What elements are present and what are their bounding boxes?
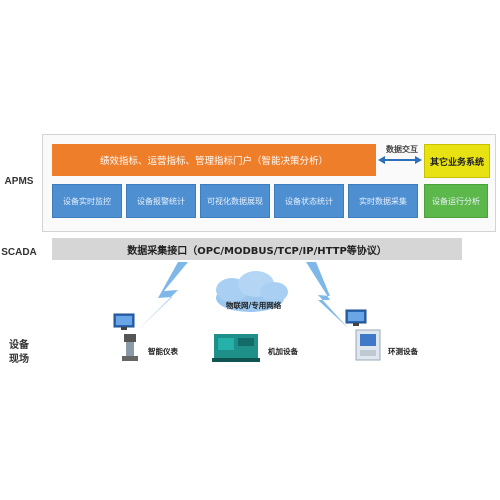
left-lightning-icon [138, 262, 188, 330]
environment-equipment-label: 环测设备 [388, 347, 418, 356]
data-exchange-label: 数据交互 [386, 145, 418, 154]
environment-chamber-icon [355, 329, 381, 361]
processing-equipment-label: 机加设备 [268, 347, 298, 356]
portal-banner: 绩效指标、运营指标、管理指标门户（智能决策分析） [52, 144, 376, 176]
module-visual-data: 可视化数据展现 [200, 184, 270, 218]
module-realtime-collect: 实时数据采集 [348, 184, 418, 218]
apms-section-label: APMS [4, 176, 34, 187]
module-realtime-monitor: 设备实时监控 [52, 184, 122, 218]
scada-section-label: SCADA [1, 247, 37, 258]
module-run-analysis: 设备运行分析 [424, 184, 488, 218]
right-lightning-icon [306, 262, 348, 328]
left-monitor-icon [113, 313, 135, 330]
smart-meter-label: 智能仪表 [148, 347, 178, 356]
module-alarm-stats: 设备报警统计 [126, 184, 196, 218]
scada-interface-bar: 数据采集接口（OPC/MODBUS/TCP/IP/HTTP等协议） [52, 238, 462, 260]
other-business-systems: 其它业务系统 [424, 144, 490, 178]
right-monitor-icon [345, 309, 367, 326]
field-section-label-line1: 设备 [9, 340, 29, 351]
module-status-stats: 设备状态统计 [274, 184, 344, 218]
smart-meter-icon [122, 334, 138, 361]
field-section-label-line2: 现场 [9, 354, 29, 365]
processing-equipment-icon [212, 334, 260, 362]
cloud-network-label: 物联网/专用网络 [226, 301, 282, 310]
